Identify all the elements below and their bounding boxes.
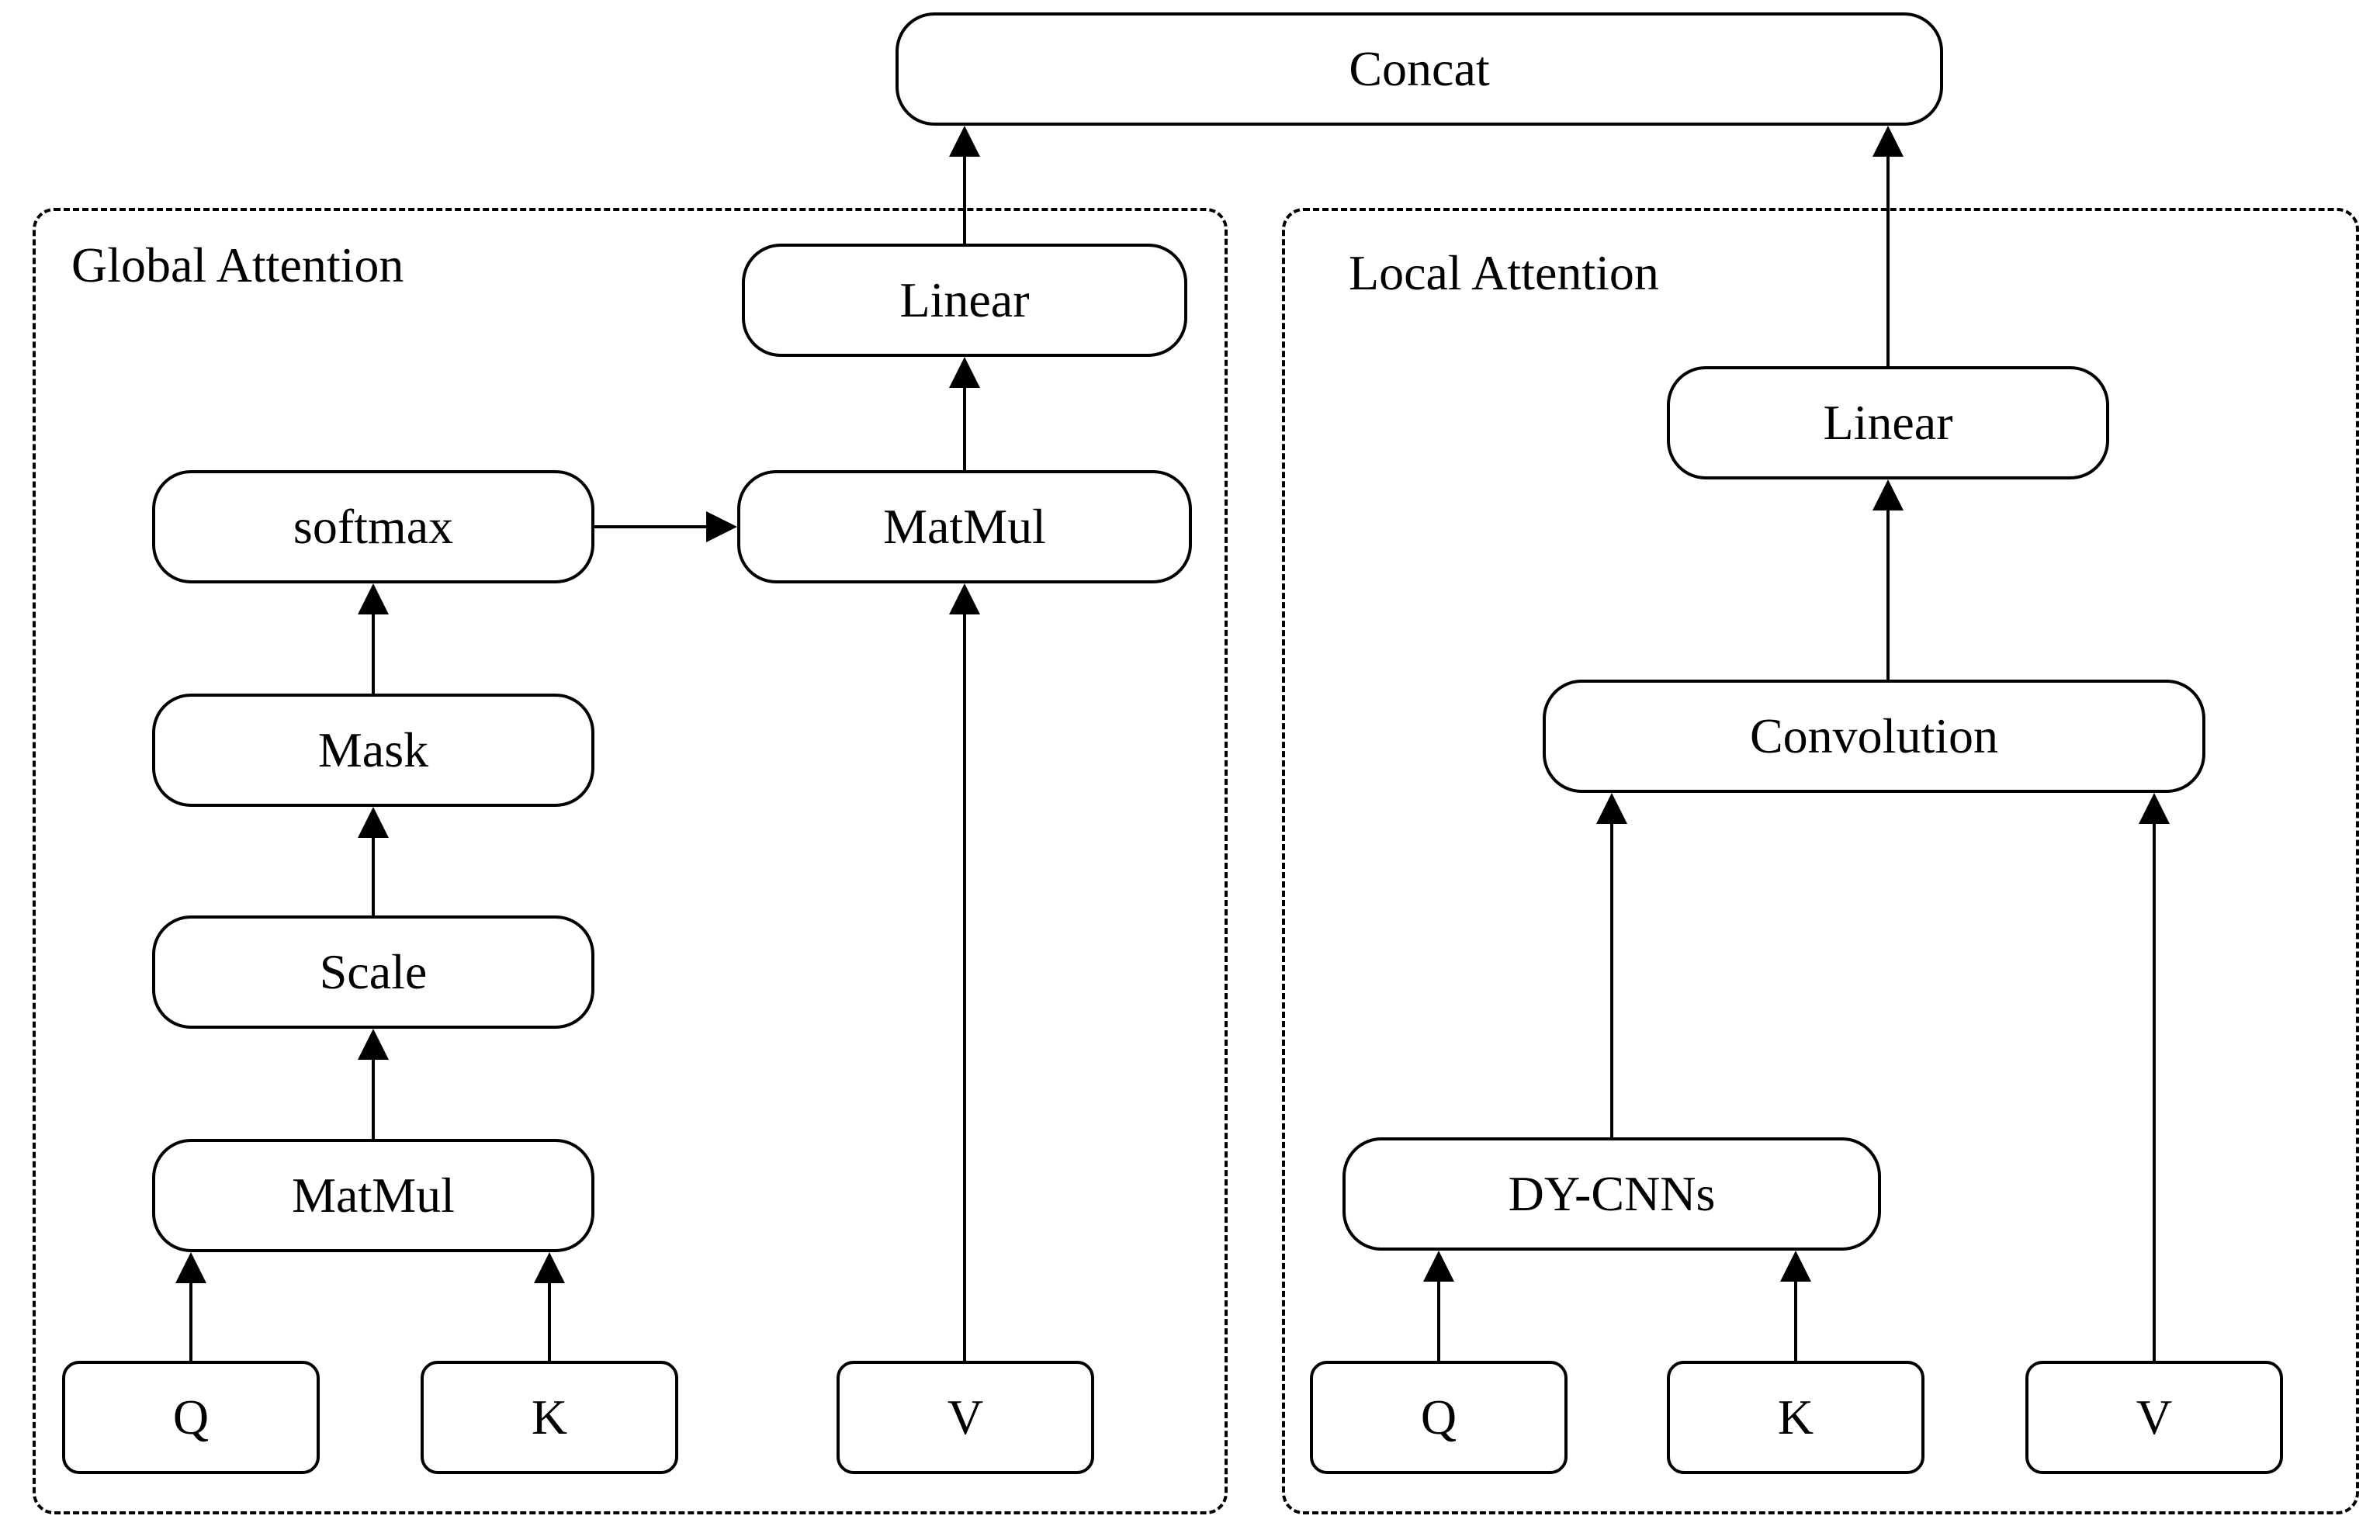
local-attention-title: Local Attention: [1349, 245, 1659, 300]
local-q-label: Q: [1420, 1389, 1457, 1445]
local-attention-group: [1282, 208, 2359, 1514]
global-matmul-bottom-node: MatMul: [152, 1139, 594, 1252]
global-v-label: V: [947, 1389, 984, 1445]
global-mask-node: Mask: [152, 694, 594, 807]
local-q-node: Q: [1310, 1361, 1568, 1474]
local-k-node: K: [1667, 1361, 1924, 1474]
global-mask-label: Mask: [317, 722, 429, 777]
local-convolution-node: Convolution: [1543, 680, 2205, 793]
local-dy-cnns-label: DY-CNNs: [1508, 1166, 1716, 1221]
global-matmul-top-node: MatMul: [737, 470, 1192, 583]
concat-label: Concat: [1349, 41, 1490, 96]
global-attention-title: Global Attention: [71, 237, 404, 292]
global-q-node: Q: [62, 1361, 320, 1474]
global-matmul-bottom-label: MatMul: [292, 1168, 455, 1223]
local-v-label: V: [2136, 1389, 2173, 1445]
global-k-node: K: [421, 1361, 678, 1474]
local-k-label: K: [1777, 1389, 1814, 1445]
global-q-label: Q: [172, 1389, 210, 1445]
global-scale-node: Scale: [152, 915, 594, 1029]
global-scale-label: Scale: [319, 944, 428, 999]
local-dy-cnns-node: DY-CNNs: [1342, 1137, 1881, 1251]
global-v-node: V: [837, 1361, 1094, 1474]
global-matmul-top-label: MatMul: [883, 499, 1046, 554]
concat-node: Concat: [896, 12, 1943, 126]
local-v-node: V: [2025, 1361, 2283, 1474]
local-linear-node: Linear: [1667, 366, 2109, 479]
global-linear-node: Linear: [742, 244, 1187, 357]
local-linear-label: Linear: [1823, 395, 1953, 450]
global-linear-label: Linear: [899, 272, 1030, 327]
global-softmax-label: softmax: [293, 499, 454, 554]
global-k-label: K: [531, 1389, 568, 1445]
global-softmax-node: softmax: [152, 470, 594, 583]
global-attention-group: [33, 208, 1228, 1514]
local-convolution-label: Convolution: [1749, 708, 1999, 763]
